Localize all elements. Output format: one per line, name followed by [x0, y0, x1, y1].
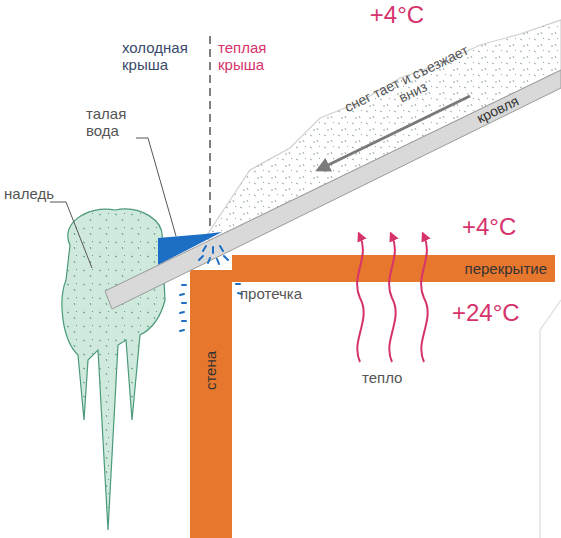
band-label: стена	[202, 350, 219, 389]
heat-arrows	[357, 236, 428, 362]
part-name: наледь	[4, 186, 64, 203]
heat-label: тепло	[362, 370, 432, 387]
temperature-label: +4°C	[352, 2, 442, 28]
leak-drops	[180, 246, 242, 331]
ice-dam	[62, 209, 165, 530]
slab-band: перекрытие	[232, 255, 555, 282]
part-name: талая вода	[86, 106, 148, 139]
zone-label: холодная крыша	[122, 40, 204, 73]
wall-band	[190, 270, 232, 538]
leak-label: протечка	[240, 286, 330, 303]
divider-line	[209, 36, 211, 228]
leader-line	[50, 202, 92, 268]
ice-texture	[62, 209, 165, 530]
zone-label: теплая крыша	[218, 40, 290, 73]
temperature-label: +24°C	[452, 300, 552, 326]
leader-line	[136, 138, 176, 236]
house-outline	[540, 300, 561, 538]
wall-band: стена	[190, 282, 232, 538]
snow-texture	[205, 20, 561, 240]
roof	[105, 70, 561, 309]
band-label: перекрытие	[465, 260, 547, 277]
temperature-label: +4°C	[462, 214, 552, 240]
snow	[205, 20, 561, 240]
